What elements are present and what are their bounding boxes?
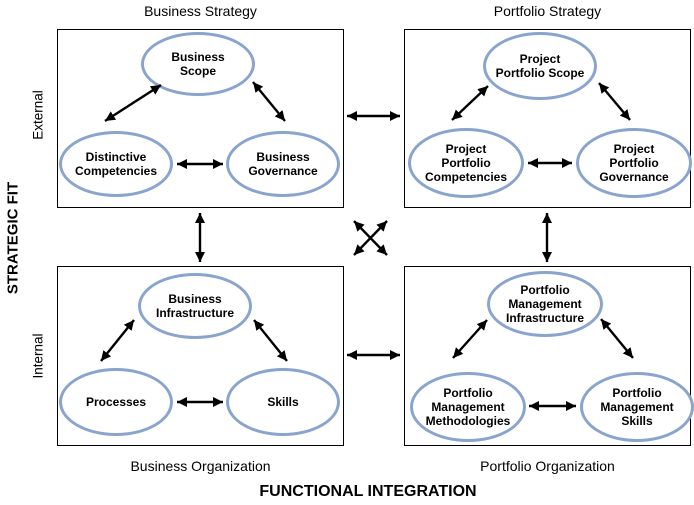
node-label-line: Competencies xyxy=(424,170,508,185)
portfolio-organization-title: Portfolio Organization xyxy=(480,458,615,474)
node-label-line: Infrastructure xyxy=(155,306,235,320)
node-label-line: Infrastructure xyxy=(505,311,585,326)
node-business-scope: Business Scope xyxy=(141,32,255,96)
node-label-line: Management xyxy=(508,296,582,311)
node-label-line: Business xyxy=(256,149,310,164)
node-business-infrastructure: Business Infrastructure xyxy=(138,273,252,339)
node-label-line: Portfolio xyxy=(441,155,491,170)
node-label-line: Project xyxy=(613,141,655,156)
node-business-governance: Business Governance xyxy=(226,131,340,197)
node-label-line: Competencies xyxy=(74,164,158,178)
node-label-line: Distinctive xyxy=(85,149,147,164)
double-arrow-cross-diagonal-2 xyxy=(353,220,388,256)
node-label-line: Business xyxy=(171,49,225,64)
node-project-portfolio-competencies: Project Portfolio Competencies xyxy=(408,128,524,198)
internal-axis-label: Internal xyxy=(30,333,46,379)
node-label-line: Governance xyxy=(248,164,318,178)
node-label-line: Scope xyxy=(179,64,216,78)
node-label-line: Portfolio xyxy=(443,385,493,400)
node-label-line: Portfolio xyxy=(520,282,570,297)
node-label-line: Processes xyxy=(85,394,147,409)
functional-integration-axis-label: FUNCTIONAL INTEGRATION xyxy=(259,483,477,500)
node-portfolio-management-infrastructure: Portfolio Management Infrastructure xyxy=(487,271,603,337)
double-arrow-cross-diagonal-1 xyxy=(353,220,388,256)
node-label-line: Portfolio Scope xyxy=(495,66,585,80)
node-label-line: Management xyxy=(431,399,505,414)
node-label-line: Skills xyxy=(267,394,299,409)
node-label-line: Project xyxy=(445,141,487,156)
node-label-line: Skills xyxy=(621,414,653,429)
node-distinctive-competencies: Distinctive Competencies xyxy=(59,131,173,197)
business-organization-title: Business Organization xyxy=(130,458,271,474)
node-label-line: Methodologies xyxy=(425,414,511,429)
strategic-fit-axis-label: STRATEGIC FIT xyxy=(4,181,22,295)
node-skills: Skills xyxy=(226,368,340,436)
external-axis-label: External xyxy=(30,90,46,140)
node-processes: Processes xyxy=(59,368,173,436)
node-portfolio-management-methodologies: Portfolio Management Methodologies xyxy=(410,372,526,442)
node-label-line: Management xyxy=(600,399,674,414)
node-portfolio-management-skills: Portfolio Management Skills xyxy=(580,372,694,442)
node-label-line: Portfolio xyxy=(609,155,659,170)
node-label-line: Portfolio xyxy=(612,385,662,400)
business-strategy-title: Business Strategy xyxy=(144,3,257,19)
portfolio-strategy-title: Portfolio Strategy xyxy=(493,3,602,19)
node-project-portfolio-scope: Project Portfolio Scope xyxy=(483,32,597,100)
node-label-line: Governance xyxy=(599,170,669,185)
node-project-portfolio-governance: Project Portfolio Governance xyxy=(576,128,692,198)
node-label-line: Project xyxy=(519,51,561,66)
node-label-line: Business xyxy=(168,291,222,306)
